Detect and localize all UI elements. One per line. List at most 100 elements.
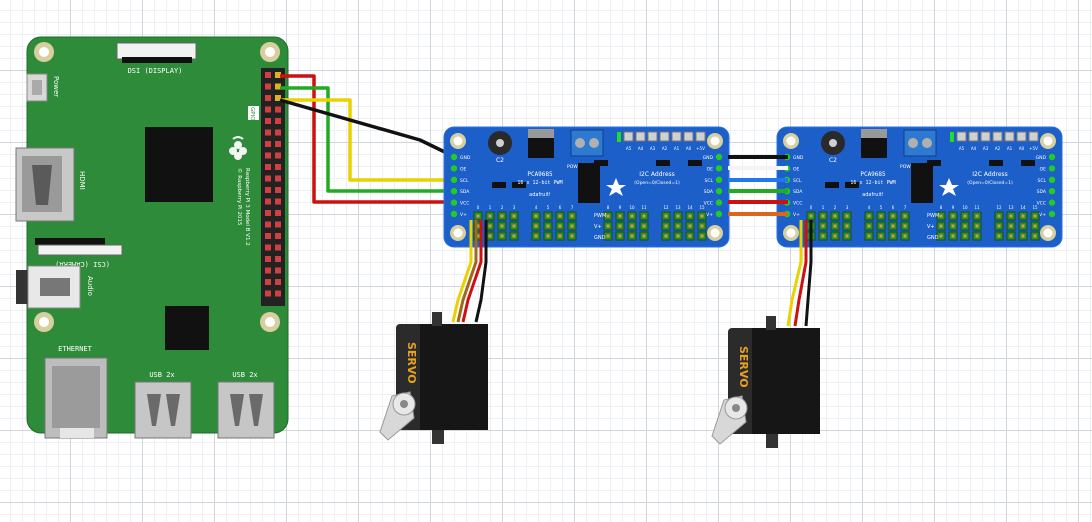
header-pin-left xyxy=(450,153,458,161)
header-pin-right xyxy=(1048,210,1056,218)
pwm-pin-contact xyxy=(975,214,979,218)
terminal-screw-icon xyxy=(922,138,932,148)
pwm-pin-contact xyxy=(821,234,825,238)
pin-label-left: VCC xyxy=(793,201,802,207)
gpio-pin xyxy=(265,256,271,262)
pwm-pin-contact xyxy=(821,224,825,228)
pin-label-right: OE xyxy=(707,166,714,172)
smd-component xyxy=(825,182,839,188)
pwm-pin-contact xyxy=(997,224,1001,228)
wire-yellow xyxy=(451,220,473,323)
pwm-pin-contact xyxy=(570,214,574,218)
pwm-pin-contact xyxy=(997,234,1001,238)
pin-label-right: V+ xyxy=(706,212,713,218)
ethernet-label: ETHERNET xyxy=(58,345,93,353)
pwm-pin-contact xyxy=(939,224,943,228)
gpio-pin xyxy=(265,72,271,78)
pwm-row-label: PWM xyxy=(594,213,606,219)
channel-label: 11 xyxy=(641,205,647,210)
pwm-pin-contact xyxy=(476,224,480,228)
pwm-pin-contact xyxy=(558,224,562,228)
terminal-screw-icon xyxy=(908,138,918,148)
pwm-pin-contact xyxy=(951,214,955,218)
pwm-pin-contact xyxy=(1033,214,1037,218)
header-pin-left xyxy=(450,210,458,218)
address-jumper-pad xyxy=(1016,131,1027,142)
pwm-pin-contact xyxy=(867,214,871,218)
pwm-pin-contact xyxy=(570,234,574,238)
channel-label: 2 xyxy=(501,205,504,210)
pwm-pin-contact xyxy=(963,234,967,238)
channel-label: 10 xyxy=(629,205,635,210)
gpio-pin xyxy=(275,221,281,228)
address-jumper-pad xyxy=(1028,131,1039,142)
gpio-pin xyxy=(275,175,281,182)
pwm-pin-contact xyxy=(664,214,668,218)
gpio-pin xyxy=(265,198,271,205)
model-text: Raspberry Pi 3 Model B V1.2 xyxy=(244,168,250,246)
pwm-pin-contact xyxy=(845,234,849,238)
header-pin-right xyxy=(1048,199,1056,206)
mounting-hole-center xyxy=(710,136,720,146)
hdmi-label: HDMI xyxy=(78,171,86,190)
terminal-screw-icon xyxy=(589,138,599,148)
servo-motor-right: SERVO xyxy=(711,316,820,448)
mounting-hole-center xyxy=(453,228,463,238)
pwm-pin-contact xyxy=(845,214,849,218)
address-jumper-pad xyxy=(635,131,646,142)
wire-black xyxy=(804,220,813,327)
address-jumper-pad xyxy=(980,131,991,142)
address-pin-label: A1 xyxy=(1007,146,1013,151)
pwm-pin-contact xyxy=(642,214,646,218)
gpio-pin xyxy=(275,141,281,147)
address-pin-label: A4 xyxy=(638,146,644,151)
smd-component xyxy=(1021,160,1035,166)
gpio-pin xyxy=(275,187,281,193)
pin-label-right: VCC xyxy=(1037,201,1046,207)
pwm-pin-contact xyxy=(809,214,813,218)
wire-yellow xyxy=(280,98,455,182)
header-pin-right xyxy=(715,210,723,218)
header-pin-right xyxy=(1048,165,1056,172)
header-pin-right xyxy=(715,188,723,195)
pin-label-right: SDA xyxy=(704,189,714,195)
wire-red xyxy=(461,220,483,323)
smd-component xyxy=(688,160,702,166)
gpio-pin xyxy=(275,290,281,297)
pwm-pin-contact xyxy=(891,214,895,218)
wire-yellow xyxy=(786,220,803,327)
usb1-label: USB 2x xyxy=(149,371,174,379)
pwm-pin-contact xyxy=(476,234,480,238)
address-pin-label: A4 xyxy=(971,146,977,151)
pin-label-right: SCL xyxy=(1037,178,1046,184)
pwm-pin-contact xyxy=(1009,234,1013,238)
pwm-pin-contact xyxy=(700,214,704,218)
gpio-pin xyxy=(265,118,271,124)
header-pin-right xyxy=(715,153,723,161)
pwm-pin-contact xyxy=(1033,234,1037,238)
mounting-hole-center xyxy=(786,136,796,146)
gpio-pin xyxy=(275,198,281,205)
pwm-pin-contact xyxy=(546,224,550,228)
gpio-pin xyxy=(265,152,271,159)
mounting-hole-icon xyxy=(260,42,280,62)
pwm-pin-contact xyxy=(1009,214,1013,218)
mounting-hole-icon xyxy=(260,312,280,332)
address-jumper-pad xyxy=(671,131,682,142)
pwm-pin-contact xyxy=(500,214,504,218)
copyright-text: © Raspberry Pi 2015 xyxy=(236,168,243,226)
pwm-pin-contact xyxy=(630,214,634,218)
pin-label-left: SCL xyxy=(460,178,469,184)
channel-label: 6 xyxy=(892,205,895,210)
pwm-pin-contact xyxy=(512,224,516,228)
pwm-pin-contact xyxy=(606,214,610,218)
pwm-pin-contact xyxy=(879,234,883,238)
gpio-pin xyxy=(275,72,281,78)
power-led xyxy=(950,132,954,142)
address-jumper-pad xyxy=(659,131,670,142)
pwm-pin-contact xyxy=(1021,234,1025,238)
cpu-chip xyxy=(145,127,213,202)
pwm-pin-contact xyxy=(688,234,692,238)
pin-label-left: V+ xyxy=(793,212,800,218)
gpio-pin xyxy=(265,290,271,297)
